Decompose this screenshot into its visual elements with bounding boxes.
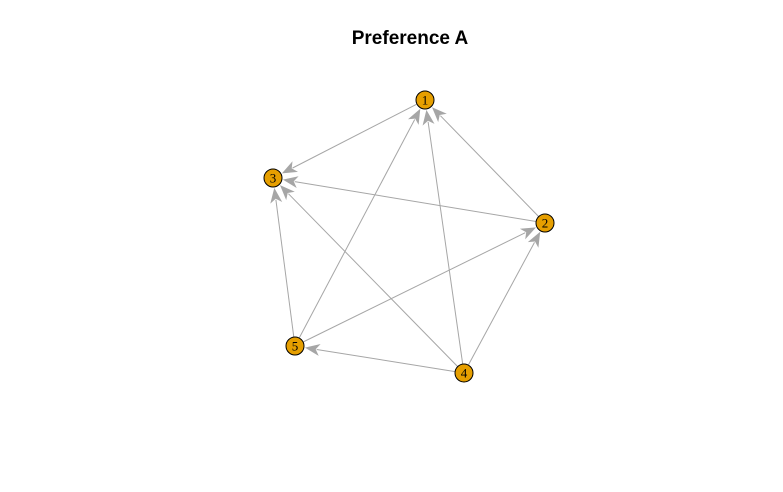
- edges-layer: [270, 103, 541, 373]
- edge-arrowhead: [281, 161, 298, 174]
- node-5: 5: [285, 336, 305, 356]
- node-1: 1: [415, 90, 435, 110]
- node-circle: [285, 336, 305, 356]
- edge-arrowhead: [280, 185, 295, 201]
- edge-5-to-1: [298, 108, 421, 339]
- edge-line: [302, 232, 526, 343]
- node-label: 4: [461, 366, 468, 381]
- edge-arrowhead: [270, 187, 283, 204]
- edge-arrowhead: [527, 231, 541, 248]
- nodes-layer: 1 2 3 4 5: [263, 90, 555, 383]
- node-label: 5: [292, 339, 299, 354]
- node-label: 3: [270, 171, 277, 186]
- edge-4-to-3: [280, 185, 459, 367]
- edge-arrowhead: [519, 227, 536, 240]
- edge-line: [427, 121, 464, 365]
- edge-arrowhead: [282, 176, 299, 188]
- edge-5-to-2: [302, 227, 536, 343]
- edge-4-to-2: [467, 231, 541, 366]
- edge-4-to-1: [422, 109, 464, 365]
- edge-2-to-1: [432, 107, 540, 217]
- edge-line: [467, 242, 535, 366]
- node-label: 1: [422, 93, 429, 108]
- edge-5-to-3: [270, 187, 295, 338]
- edge-line: [316, 349, 456, 373]
- edge-line: [292, 103, 418, 169]
- edge-line: [275, 199, 295, 338]
- edge-1-to-3: [281, 103, 418, 174]
- edge-line: [288, 193, 459, 367]
- node-circle: [454, 363, 474, 383]
- node-circle: [263, 168, 283, 188]
- node-circle: [535, 213, 555, 233]
- edge-4-to-5: [304, 344, 456, 373]
- node-2: 2: [535, 213, 555, 233]
- edge-arrowhead: [408, 108, 421, 125]
- edge-arrowhead: [432, 107, 447, 123]
- plot-title: Preference A: [351, 28, 469, 49]
- node-3: 3: [263, 168, 283, 188]
- edge-line: [440, 115, 540, 217]
- node-4: 4: [454, 363, 474, 383]
- edge-arrowhead: [304, 344, 321, 356]
- node-circle: [415, 90, 435, 110]
- edge-line: [298, 119, 416, 339]
- edge-line: [294, 181, 537, 222]
- edge-2-to-3: [282, 176, 537, 222]
- node-label: 2: [542, 216, 549, 231]
- edge-arrowhead: [422, 109, 435, 126]
